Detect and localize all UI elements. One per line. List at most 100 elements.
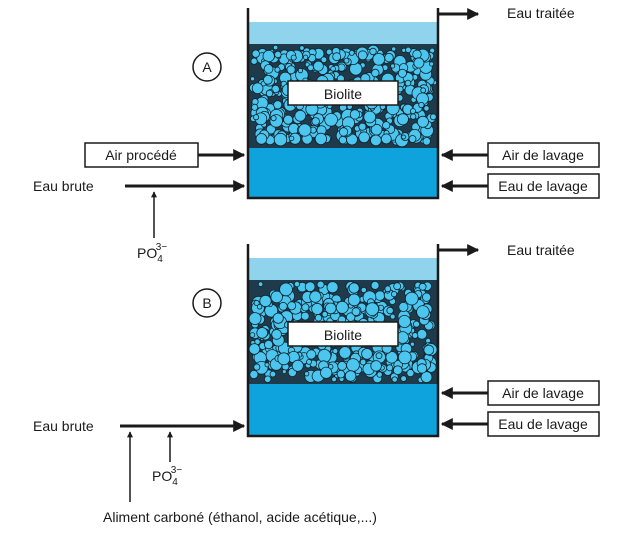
water-wash-a-label: Eau de lavage [498, 178, 588, 194]
reactor-a-media-label-box [287, 80, 399, 106]
media-bead [412, 320, 420, 328]
media-bead [413, 57, 425, 69]
media-bead [423, 105, 430, 112]
dosing-a-label: PO43− [137, 242, 167, 265]
media-bead [428, 61, 434, 67]
media-bead [302, 54, 309, 60]
air-wash-a-label: Air de lavage [502, 147, 584, 163]
media-bead [397, 314, 411, 328]
media-bead [372, 52, 386, 66]
media-bead [317, 348, 332, 363]
carbon-feed-b-label: Aliment carboné (éthanol, acide acétique… [103, 509, 377, 525]
media-bead [393, 282, 402, 291]
media-bead [271, 329, 282, 340]
media-bead [273, 132, 288, 147]
raw-water-a-label: Eau brute [33, 178, 94, 194]
media-bead [400, 375, 407, 382]
media-bead [376, 371, 383, 378]
media-bead [257, 281, 264, 287]
media-bead [312, 60, 324, 72]
reactor-a-bottom-water [248, 148, 438, 198]
media-bead [320, 366, 333, 379]
media-bead [250, 57, 258, 65]
reactor-a-wall [246, 8, 440, 200]
media-bead [272, 312, 284, 324]
media-bead [348, 282, 360, 294]
dosing-b-label: PO43− [152, 465, 182, 488]
reactor-b-wall [246, 244, 440, 438]
media-bead [301, 303, 310, 312]
media-bead [335, 300, 349, 314]
media-bead [264, 375, 272, 383]
unit-b-badge-label: B [202, 295, 211, 311]
media-bead [294, 109, 307, 122]
media-bead [250, 76, 256, 82]
media-bead [255, 133, 268, 145]
media-bead [249, 332, 256, 338]
media-bead [361, 348, 373, 360]
air-wash-a-box [487, 142, 600, 168]
media-bead [326, 281, 339, 294]
media-bead [389, 313, 396, 320]
media-bead [297, 68, 303, 74]
unit-a-badge [192, 52, 222, 82]
media-bead [307, 64, 314, 72]
media-bead [397, 350, 412, 365]
media-bead [386, 306, 394, 315]
media-bead [421, 292, 432, 302]
media-bead [390, 63, 396, 69]
media-bead [351, 307, 361, 317]
media-bead [358, 122, 367, 131]
media-bead [293, 280, 301, 288]
media-bead [251, 82, 264, 95]
media-bead [253, 114, 260, 121]
media-bead [365, 302, 380, 316]
media-bead [386, 364, 394, 372]
air-wash-b-box [487, 380, 600, 406]
media-bead [420, 87, 427, 94]
media-bead [278, 301, 288, 311]
media-bead [344, 370, 357, 382]
media-bead [338, 346, 352, 359]
media-bead [321, 311, 328, 318]
media-bead [375, 352, 383, 360]
media-bead [269, 370, 277, 378]
media-bead [281, 369, 287, 375]
media-bead [423, 344, 435, 356]
media-bead [374, 290, 386, 301]
media-bead [363, 110, 377, 124]
reactor-b-media-label-box [287, 321, 399, 347]
media-bead [411, 332, 419, 339]
media-bead [330, 66, 336, 72]
media-bead [416, 305, 430, 319]
media-bead [347, 293, 361, 307]
media-bead [343, 57, 350, 64]
media-bead [274, 50, 282, 59]
media-bead [390, 290, 398, 298]
media-bead [416, 115, 429, 128]
media-bead [265, 89, 274, 98]
reactor-b-top-water [248, 258, 438, 280]
media-bead [416, 328, 428, 340]
media-bead [253, 299, 260, 306]
media-bead [272, 44, 279, 51]
media-bead [286, 65, 296, 75]
water-wash-b-box [487, 411, 600, 437]
media-bead [332, 348, 339, 355]
media-bead [311, 117, 320, 126]
media-bead [336, 370, 346, 379]
media-bead [371, 68, 380, 78]
reactor-b-media-beads [248, 280, 438, 384]
media-bead [349, 109, 360, 120]
media-bead [401, 134, 407, 140]
media-bead [248, 312, 262, 326]
media-bead [304, 371, 310, 377]
media-bead [287, 301, 297, 311]
media-bead [384, 285, 392, 293]
media-bead [338, 127, 349, 137]
media-bead [346, 358, 360, 372]
media-bead [359, 358, 367, 366]
media-bead [418, 101, 425, 109]
media-bead [418, 282, 427, 291]
